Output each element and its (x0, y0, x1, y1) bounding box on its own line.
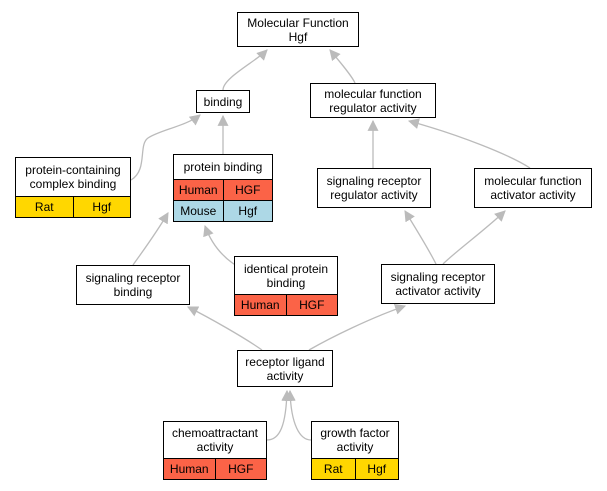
species-cell: Human (169, 462, 209, 476)
edge-binding-to-mf-root (222, 49, 268, 91)
go-term-label: protein binding (183, 160, 263, 174)
gene-cell: HGF (285, 295, 338, 315)
go-term-label: chemoattractant activity (171, 426, 259, 454)
annotation-row: Human HGF (235, 294, 337, 315)
edge-growth-factor-to-receptor-ligand (284, 389, 312, 441)
go-term-mf-regulator[interactable]: molecular function regulator activity (310, 83, 436, 118)
annotation-row: Rat Hgf (312, 458, 398, 479)
go-term-signaling-receptor-binding[interactable]: signaling receptor binding (76, 265, 190, 305)
go-term-label: signaling receptor binding (85, 271, 181, 299)
go-term-label: growth factor activity (320, 426, 390, 454)
gene-cell: Hgf (72, 197, 131, 217)
annotation-row: Human HGF (174, 179, 272, 200)
edge-chemoattractant-to-receptor-ligand (266, 389, 293, 441)
annotation-row: Rat Hgf (16, 196, 130, 217)
go-term-label: signaling receptor regulator activity (326, 174, 422, 202)
edge-mf-regulator-to-mf-root (329, 49, 356, 84)
species-cell: Rat (34, 200, 54, 214)
edge-signaling-receptor-activator-to-mf-activator (442, 210, 506, 265)
edge-mf-activator-to-mf-regulator (407, 118, 531, 169)
go-term-mf-activator[interactable]: molecular function activator activity (474, 168, 592, 208)
gene-cell: Hgf (354, 459, 399, 479)
go-term-receptor-ligand[interactable]: receptor ligand activity (237, 350, 333, 387)
gene-cell: Hgf (222, 201, 273, 221)
go-term-label: binding (203, 94, 243, 109)
go-term-signaling-receptor-regulator[interactable]: signaling receptor regulator activity (317, 168, 431, 208)
species-cell: Rat (323, 462, 343, 476)
go-term-label: identical protein binding (243, 261, 329, 290)
edge-receptor-ligand-to-signaling-receptor-binding (187, 306, 263, 351)
annotation-row: Human HGF (164, 458, 266, 479)
edge-signaling-receptor-binding-to-protein-binding (132, 212, 169, 266)
species-cell: Mouse (180, 204, 217, 218)
gene-cell: HGF (222, 180, 273, 200)
go-term-binding[interactable]: binding (196, 90, 250, 113)
species-cell: Human (240, 298, 280, 312)
edge-receptor-ligand-to-signaling-receptor-activator (308, 304, 407, 351)
edge-protein-containing-complex-binding-to-binding (130, 114, 201, 181)
go-term-mf-root[interactable]: Molecular Function Hgf (237, 12, 359, 47)
go-term-signaling-receptor-activator[interactable]: signaling receptor activator activity (381, 264, 495, 304)
gene-cell: HGF (214, 459, 267, 479)
go-term-label: signaling receptor activator activity (390, 270, 486, 298)
annotation-row: Mouse Hgf (174, 200, 272, 221)
go-term-label: protein-containing complex binding (25, 163, 121, 191)
go-term-label: molecular function regulator activity (324, 86, 422, 115)
edge-signaling-receptor-activator-to-signaling-receptor-regulator (404, 210, 437, 265)
go-term-label: Molecular Function Hgf (247, 15, 349, 44)
go-term-label: molecular function activator activity (484, 174, 582, 202)
go-term-label: receptor ligand activity (245, 354, 325, 383)
species-cell: Human (178, 183, 218, 197)
